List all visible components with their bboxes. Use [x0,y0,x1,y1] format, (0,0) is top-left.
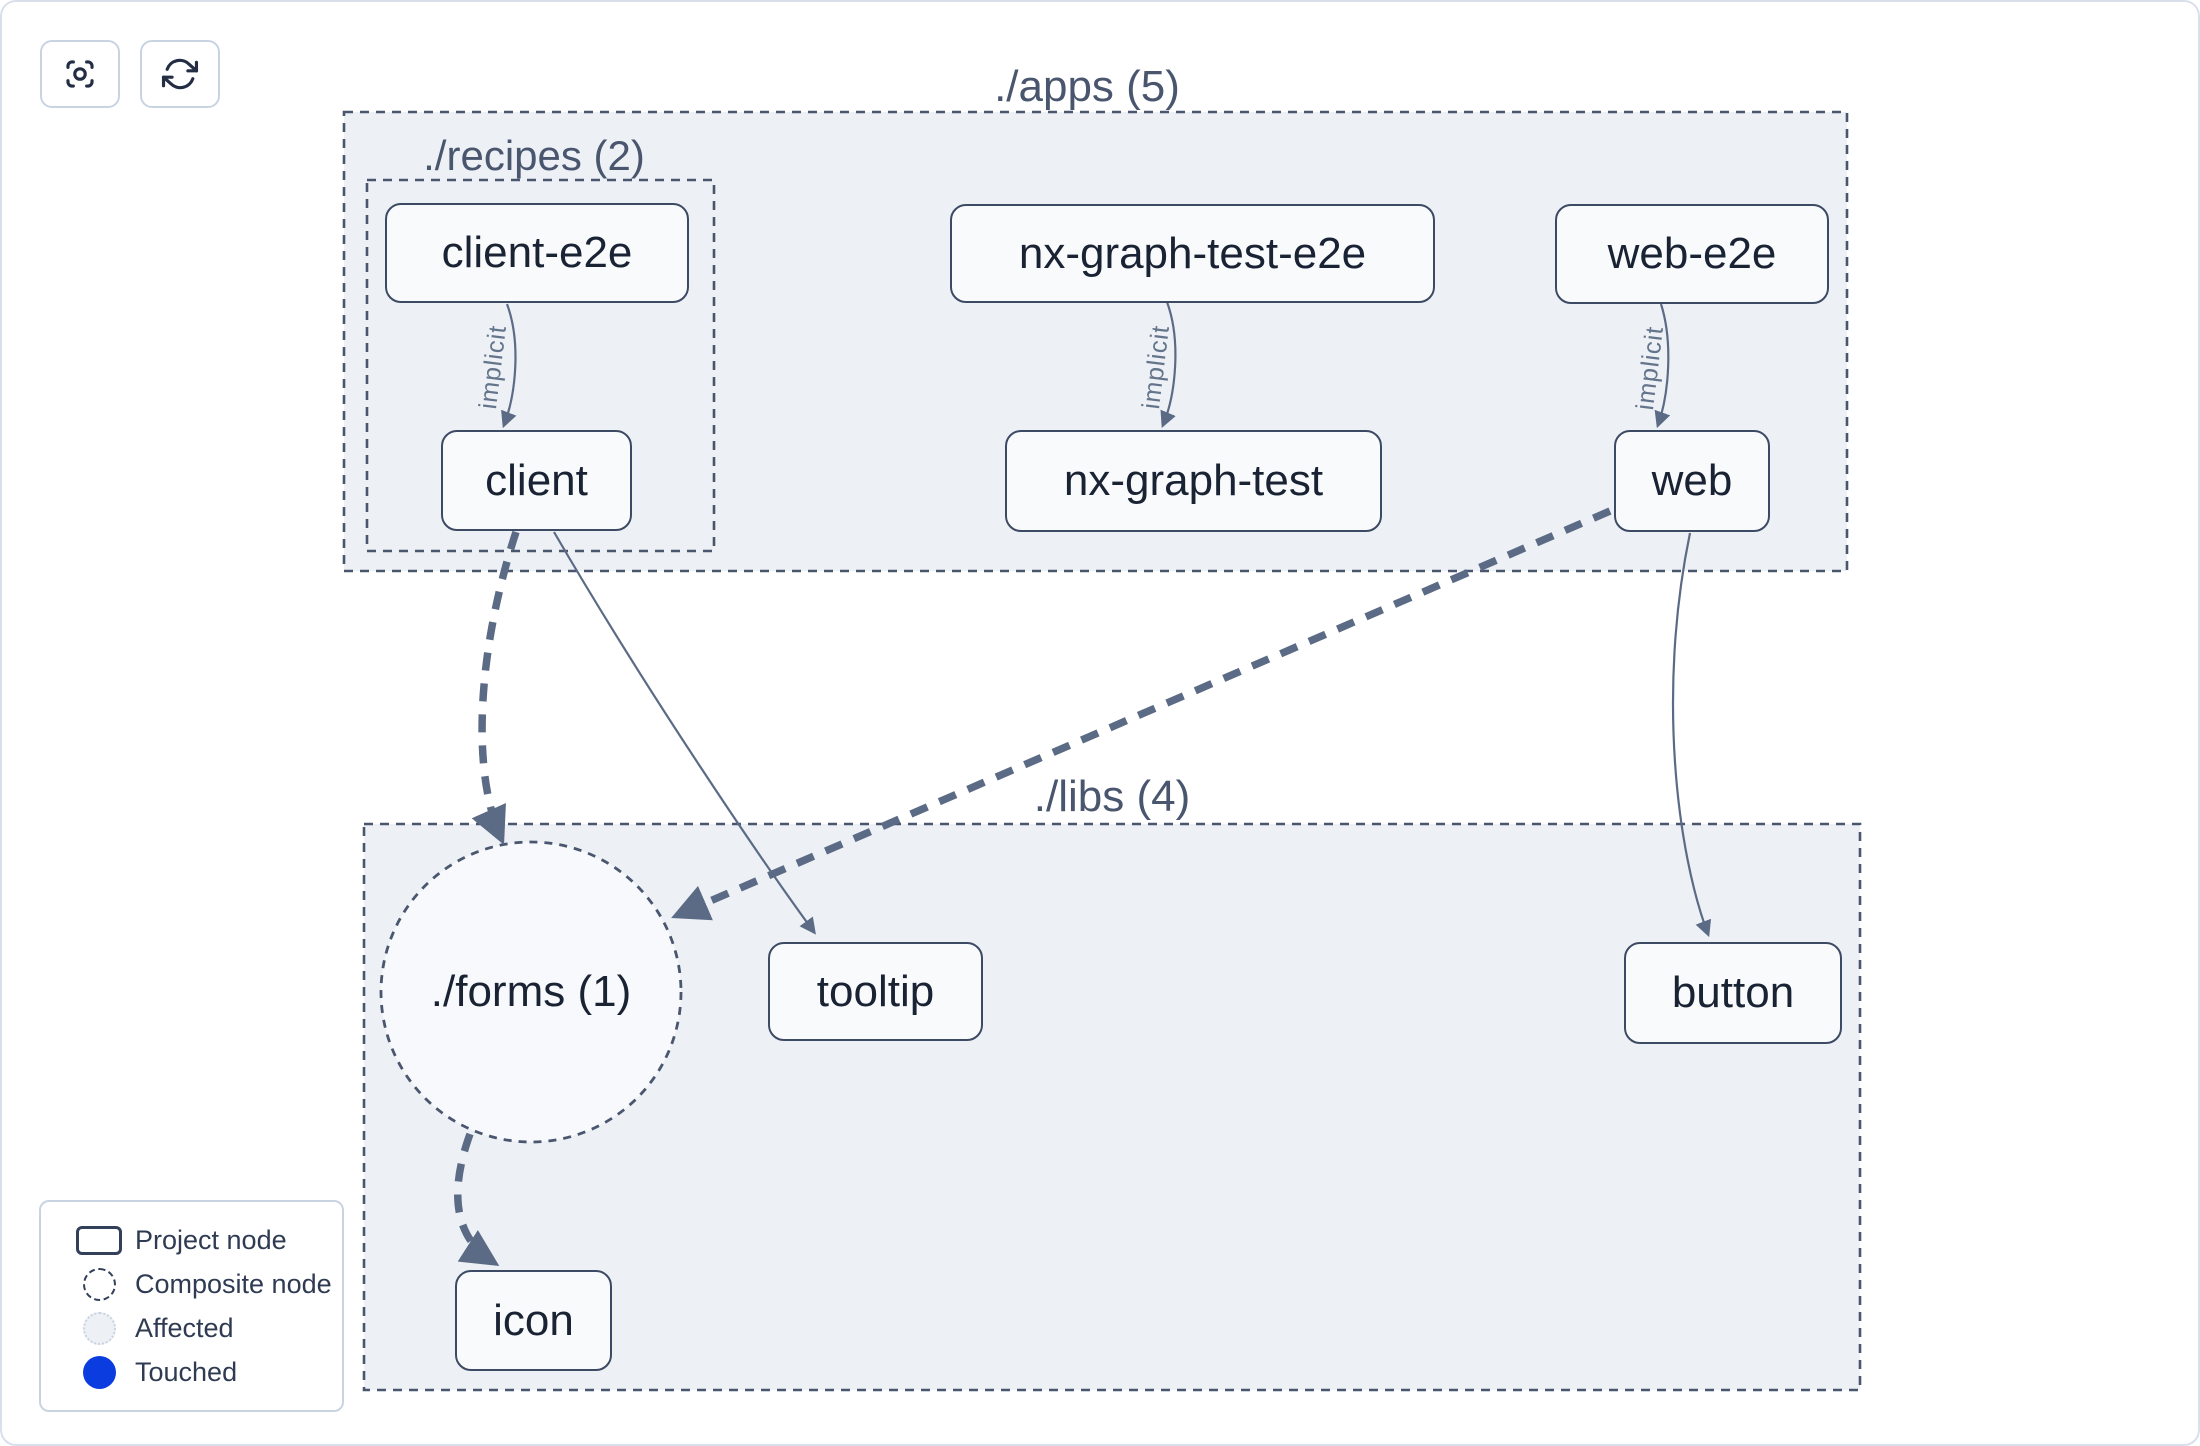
project-node-tooltip[interactable]: tooltip [768,942,983,1041]
project-node-web-e2e[interactable]: web-e2e [1555,204,1829,304]
refresh-button[interactable] [140,40,220,108]
edge-nx-graph-test-e2e-to-nx-graph-test [1160,301,1177,429]
project-node-nx-graph-test[interactable]: nx-graph-test [1005,430,1382,532]
edge-client-e2e-to-client [501,303,517,429]
group-title-recipes: ./recipes (2) [423,132,645,179]
composite-node-swatch [82,1267,116,1301]
edge-web-to-forms [671,507,1612,921]
project-node-client-e2e[interactable]: client-e2e [385,203,689,303]
edge-web-to-button [1671,532,1712,938]
legend-item-composite-node: Composite node [63,1263,332,1305]
edge-forms-to-icon [454,1132,500,1267]
project-node-nx-graph-test-e2e[interactable]: nx-graph-test-e2e [950,204,1435,303]
refresh-icon [161,55,199,93]
legend-label: Affected [135,1312,234,1343]
edge-label-implicit: implicit [1137,323,1175,410]
edge-label-implicit: implicit [1631,324,1669,411]
project-node-icon[interactable]: icon [455,1270,612,1371]
focus-button[interactable] [40,40,120,108]
project-node-button[interactable]: button [1624,942,1842,1044]
legend-label: Touched [135,1356,238,1387]
affected-swatch [82,1311,116,1345]
graph-toolbar [40,40,220,108]
legend-item-touched: Touched [63,1351,320,1393]
touched-swatch [82,1355,116,1389]
legend-label: Composite node [135,1268,332,1299]
project-node-swatch [76,1225,122,1255]
project-node-client[interactable]: client [441,430,632,531]
legend-item-affected: Affected [63,1307,320,1349]
group-title-libs: ./libs (4) [1033,772,1191,821]
edge-label-implicit: implicit [474,323,512,410]
legend-item-project-node: Project node [63,1219,320,1261]
project-node-web[interactable]: web [1614,430,1770,532]
group-title-apps: ./apps (5) [994,62,1180,111]
edge-web-e2e-to-web [1654,303,1671,429]
legend-label: Project node [135,1224,287,1255]
edge-client-to-forms [471,530,520,845]
focus-icon [61,55,99,93]
graph-legend: Project node Composite node Affected Tou… [39,1200,344,1412]
composite-node-forms-label[interactable]: ./forms (1) [430,967,632,1016]
